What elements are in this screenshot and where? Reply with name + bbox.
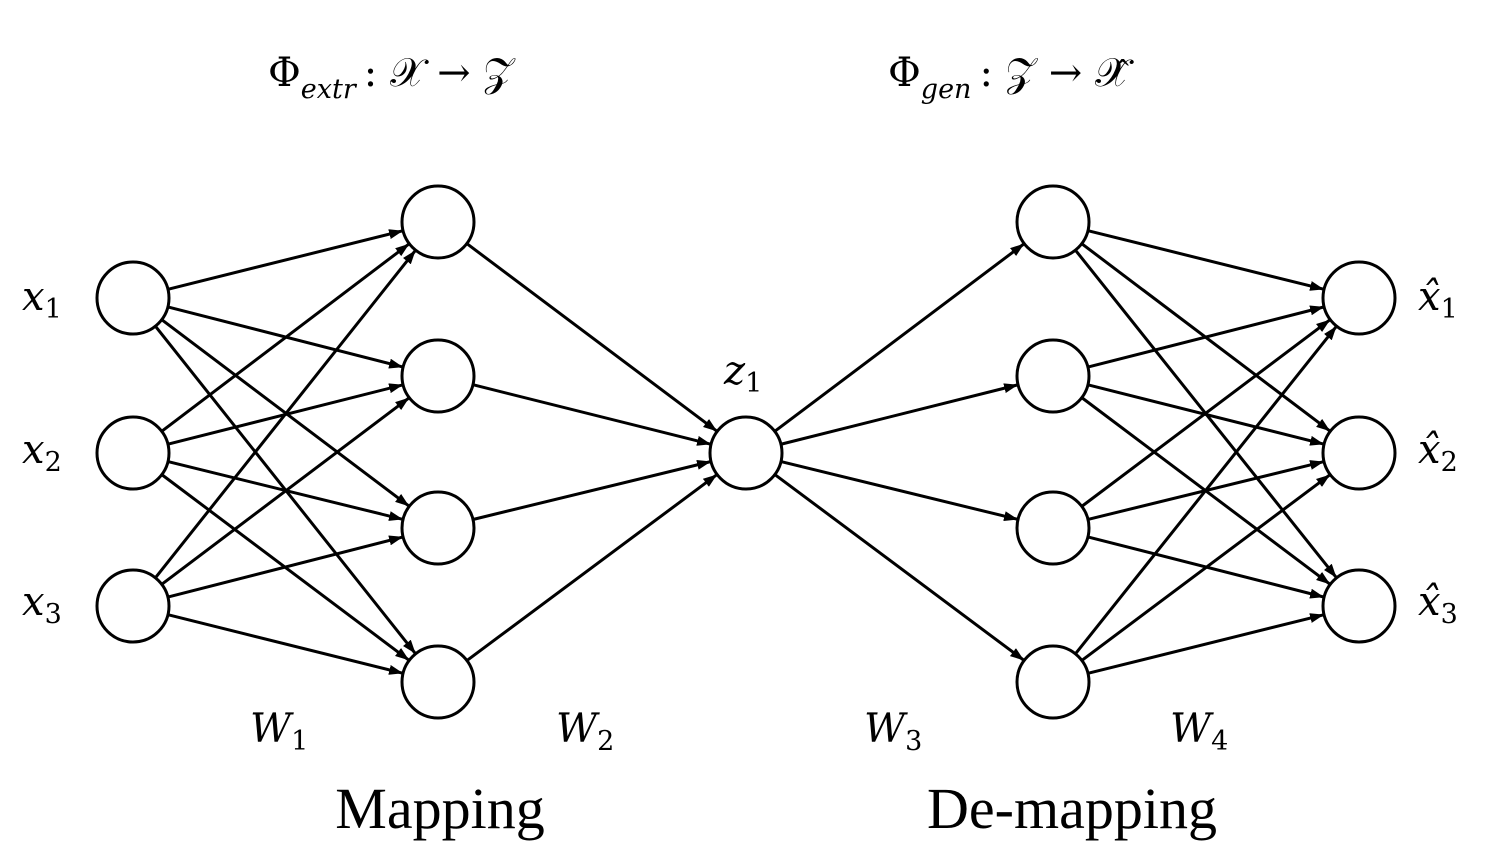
edge-input-3-to-hidden-enc-3 <box>167 535 404 599</box>
mapping-caption: Mapping <box>335 776 544 841</box>
edge-hidden-enc-4-to-latent-1 <box>465 473 718 662</box>
edge-hidden-enc-3-to-latent-1 <box>472 459 712 521</box>
edges <box>154 229 1338 675</box>
edge-hidden-dec-1-to-output-1 <box>1087 229 1325 291</box>
hidden-dec-node-3 <box>1015 490 1091 566</box>
hidden-dec-node-1 <box>1015 184 1091 260</box>
edge-input-2-to-hidden-enc-1 <box>160 243 410 433</box>
output-label-x3-hat: x̂3 <box>1418 579 1458 630</box>
hidden-enc-node-1 <box>400 184 476 260</box>
edge-hidden-dec-3-to-output-1 <box>1080 319 1331 508</box>
edge-latent-1-to-hidden-dec-1 <box>773 243 1025 433</box>
extractor-formula: Φextr: 𝒳 → 𝒵 <box>268 50 516 105</box>
output-node-1 <box>1321 260 1397 336</box>
hidden-enc-node-2 <box>400 338 476 414</box>
edge-input-3-to-hidden-enc-2 <box>160 397 410 586</box>
output-node-3 <box>1321 568 1397 644</box>
input-label-x1: x1 <box>22 274 62 325</box>
output-node-2 <box>1321 415 1397 491</box>
input-label-x3: x3 <box>22 579 62 630</box>
hidden-dec-node-2 <box>1015 338 1091 414</box>
weight-label-w3: W3 <box>864 706 922 757</box>
nodes <box>95 184 1397 720</box>
output-label-x1-hat: x̂1 <box>1418 274 1458 325</box>
weight-label-w2: W2 <box>556 706 614 757</box>
edge-latent-1-to-hidden-dec-2 <box>780 383 1019 446</box>
input-node-1 <box>95 260 171 336</box>
input-node-2 <box>95 415 171 491</box>
edge-input-3-to-hidden-enc-1 <box>154 250 417 579</box>
edge-input-1-to-hidden-enc-1 <box>167 229 404 291</box>
edge-input-3-to-hidden-enc-4 <box>167 613 404 675</box>
demapping-caption: De-mapping <box>927 776 1217 841</box>
edge-hidden-dec-4-to-output-1 <box>1074 326 1338 655</box>
edge-hidden-enc-1-to-latent-1 <box>465 242 718 432</box>
input-label-x2: x2 <box>22 427 62 478</box>
edge-hidden-dec-4-to-output-2 <box>1080 473 1331 662</box>
hidden-enc-node-3 <box>400 490 476 566</box>
input-node-3 <box>95 568 171 644</box>
output-label-x2-hat: x̂2 <box>1418 427 1458 478</box>
edge-latent-1-to-hidden-dec-3 <box>780 460 1019 521</box>
latent-label-z1: z1 <box>723 348 762 399</box>
latent-node-1 <box>708 415 784 491</box>
weight-label-w1: W1 <box>250 706 308 757</box>
hidden-enc-node-4 <box>400 644 476 720</box>
edge-latent-1-to-hidden-dec-4 <box>773 473 1025 662</box>
edge-hidden-dec-2-to-output-1 <box>1087 305 1325 369</box>
edge-hidden-dec-4-to-output-3 <box>1087 613 1325 675</box>
edge-hidden-enc-2-to-latent-1 <box>472 383 712 446</box>
weight-label-w4: W4 <box>1170 706 1228 757</box>
generator-formula: Φgen: 𝒵 → 𝒳̂ <box>888 50 1134 105</box>
hidden-dec-node-4 <box>1015 644 1091 720</box>
